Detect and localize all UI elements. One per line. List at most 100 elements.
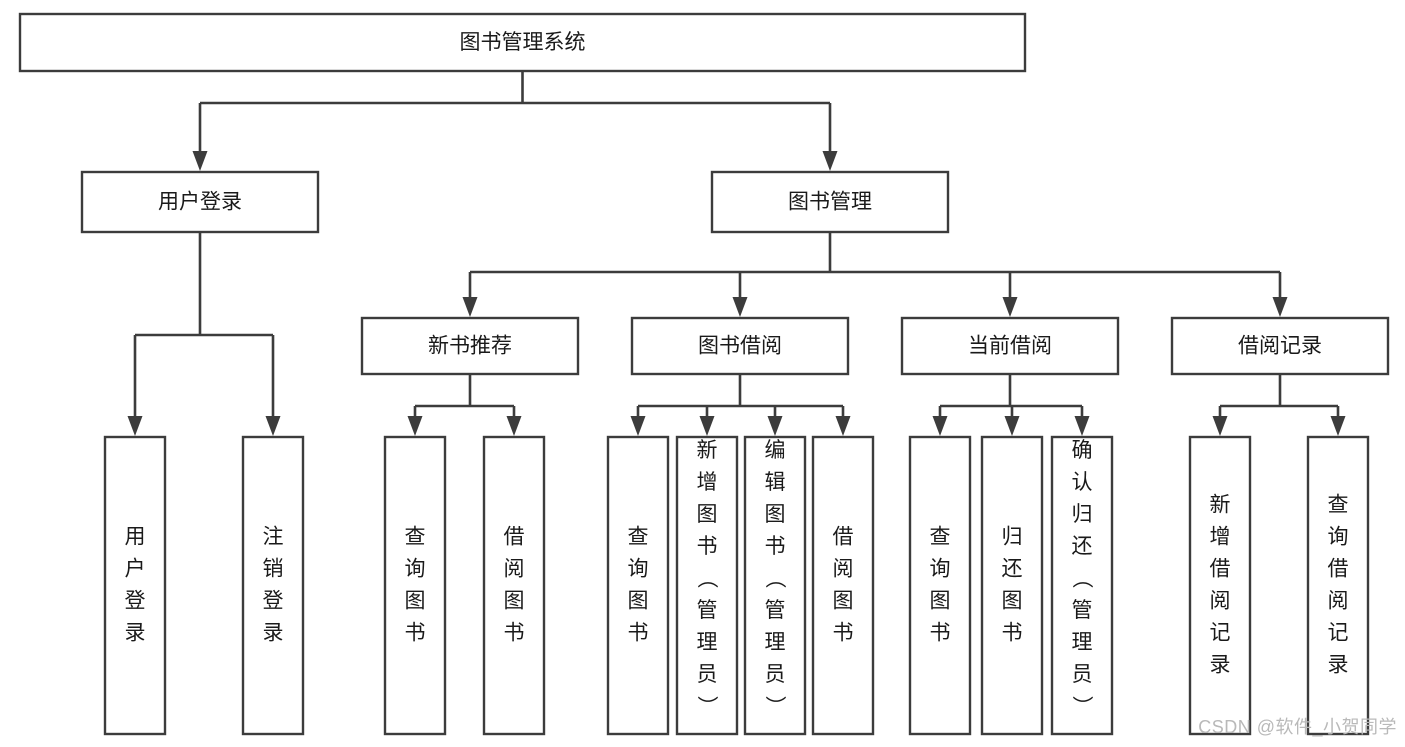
node-label-char: 书 — [833, 622, 854, 645]
node-leaf-user-login[interactable]: 用户登录 — [103, 435, 167, 736]
connector-bus-user-login — [127, 232, 281, 436]
connector-bus-current-borrow — [932, 374, 1090, 436]
node-label-char: 阅 — [833, 558, 854, 581]
node-label-char: 辑 — [765, 471, 786, 494]
node-label-char: 确 — [1072, 439, 1093, 462]
node-label-char: 查 — [405, 526, 426, 549]
node-label-char: 图 — [628, 590, 649, 613]
node-label-char: （ — [763, 568, 786, 589]
node-label-char: 阅 — [1210, 590, 1231, 613]
node-label: 图书管理 — [788, 191, 872, 214]
node-layer: 图书管理系统用户登录图书管理新书推荐图书借阅当前借阅借阅记录用户登录注销登录查询… — [18, 12, 1390, 736]
node-label-char: 询 — [1328, 526, 1349, 549]
node-label-char: 增 — [697, 471, 718, 494]
node-label-char: 管 — [765, 599, 786, 622]
node-label-char: 图 — [765, 503, 786, 526]
node-user-login[interactable]: 用户登录 — [80, 170, 320, 234]
node-label-char: 新 — [697, 439, 718, 462]
node-current-borrow[interactable]: 当前借阅 — [900, 316, 1120, 376]
node-label-char: 登 — [263, 590, 284, 613]
connector-bus-book-manage — [462, 232, 1288, 317]
node-label-char: 图 — [1002, 590, 1023, 613]
node-label-char: （ — [695, 568, 718, 589]
node-label-char: 询 — [405, 558, 426, 581]
node-label-char: 增 — [1210, 526, 1231, 549]
node-borrow-record[interactable]: 借阅记录 — [1170, 316, 1390, 376]
node-label-char: 询 — [930, 558, 951, 581]
node-label-char: 书 — [405, 622, 426, 645]
node-label: 图书管理系统 — [460, 31, 586, 54]
node-label-char: 图 — [833, 590, 854, 613]
node-label-char: 书 — [765, 535, 786, 558]
node-label-char: 借 — [1328, 558, 1349, 581]
connector-layer — [127, 71, 1346, 436]
node-label-char: 编 — [765, 439, 786, 462]
node-label-char: 录 — [1328, 654, 1349, 677]
node-label-char: 录 — [1210, 654, 1231, 677]
watermark-label: CSDN @软件_小贺同学 — [1198, 717, 1397, 737]
node-label-char: 理 — [1072, 631, 1093, 654]
node-new-book-rec[interactable]: 新书推荐 — [360, 316, 580, 376]
connector-bus-book-borrow — [630, 374, 851, 436]
node-label-char: 借 — [504, 526, 525, 549]
node-label-char: 书 — [504, 622, 525, 645]
node-label-char: 书 — [1002, 622, 1023, 645]
node-label-char: ） — [763, 696, 786, 717]
node-label-char: 理 — [765, 631, 786, 654]
node-label-char: 员 — [697, 663, 718, 686]
node-label-char: 图 — [405, 590, 426, 613]
node-label-char: 阅 — [504, 558, 525, 581]
connector-bus-root — [192, 71, 838, 171]
node-label-char: 图 — [697, 503, 718, 526]
connector-bus-borrow-record — [1212, 374, 1346, 436]
node-book-manage[interactable]: 图书管理 — [710, 170, 950, 234]
node-label-char: 询 — [628, 558, 649, 581]
node-label-char: 管 — [697, 599, 718, 622]
node-label-char: （ — [1070, 568, 1093, 589]
node-label-char: 认 — [1072, 471, 1093, 494]
node-label-char: 员 — [765, 663, 786, 686]
node-label-char: 还 — [1002, 558, 1023, 581]
node-label-char: 用 — [125, 526, 146, 549]
node-label-char: 员 — [1072, 663, 1093, 686]
node-label-char: 书 — [697, 535, 718, 558]
node-label-char: 管 — [1072, 599, 1093, 622]
node-label-char: 借 — [1210, 558, 1231, 581]
node-label-char: 理 — [697, 631, 718, 654]
node-label-char: 注 — [263, 526, 284, 549]
node-root[interactable]: 图书管理系统 — [18, 12, 1027, 73]
node-label-char: 新 — [1210, 494, 1231, 517]
node-label-char: 销 — [263, 558, 284, 581]
node-label: 图书借阅 — [698, 335, 782, 358]
node-label-char: 还 — [1072, 535, 1093, 558]
node-label-char: ） — [1070, 696, 1093, 717]
node-label-char: 图 — [930, 590, 951, 613]
node-label-char: 图 — [504, 590, 525, 613]
node-label-char: 借 — [833, 526, 854, 549]
node-label-char: 户 — [125, 558, 146, 581]
node-label-char: 归 — [1002, 526, 1023, 549]
node-label-char: 查 — [930, 526, 951, 549]
connector-bus-new-book-rec — [407, 374, 522, 436]
node-label-char: 查 — [1328, 494, 1349, 517]
node-label: 用户登录 — [158, 191, 242, 214]
node-label-char: 登 — [125, 590, 146, 613]
node-label-char: 阅 — [1328, 590, 1349, 613]
node-book-borrow[interactable]: 图书借阅 — [630, 316, 850, 376]
node-label-char: 记 — [1328, 622, 1349, 645]
node-label-char: 录 — [263, 622, 284, 645]
